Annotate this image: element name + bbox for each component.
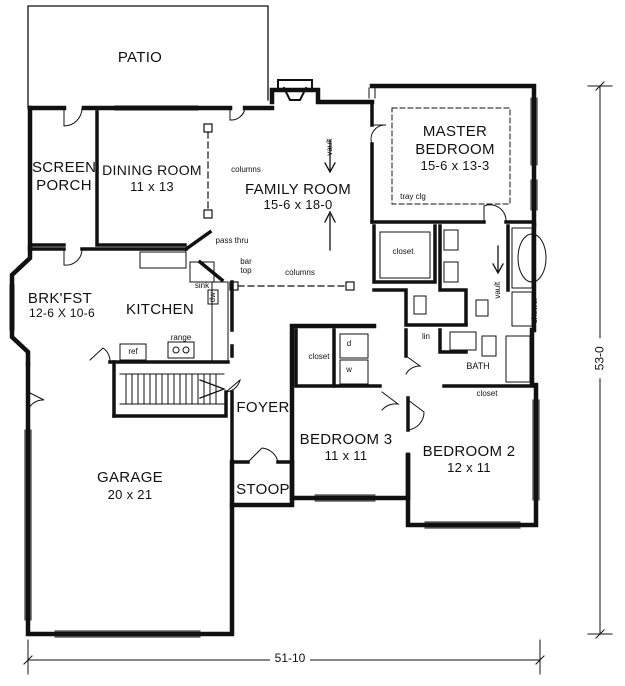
door-bed3: [381, 391, 400, 411]
exterior-wall-master: [369, 83, 537, 228]
dim-tick-1: [23, 655, 545, 665]
wall-bed3-closet: [294, 328, 382, 388]
exterior-wall-stoop: [229, 459, 295, 508]
door-bath: [405, 355, 422, 375]
kitchen-counter-side: [211, 281, 229, 363]
master-sink-2: [443, 261, 459, 283]
width-dim-line: [27, 639, 541, 675]
wall-garage-top: [26, 364, 228, 418]
window-garage-west: [24, 429, 32, 621]
column-4: [345, 281, 355, 291]
door-garage: [27, 391, 45, 411]
door-brkfst: [63, 248, 83, 266]
window-master-east2: [530, 179, 538, 211]
master-closet-rack: [379, 231, 431, 279]
range: [167, 341, 195, 359]
wall-master-closet: [372, 224, 437, 284]
refrigerator: [119, 343, 147, 361]
bath-tub: [505, 335, 531, 383]
window-dining: [114, 105, 199, 111]
toilet-hall: [413, 295, 427, 315]
exterior-wall-north-family: [269, 87, 375, 105]
bath-toilet: [481, 335, 497, 357]
wall-hall-bath: [404, 328, 468, 358]
master-shower: [511, 291, 533, 327]
door-porch: [63, 107, 83, 127]
kitchen-sink: [189, 261, 215, 283]
range-burner-2: [182, 346, 190, 354]
vault-arrow-down: [324, 139, 336, 174]
column-2: [203, 209, 213, 219]
door-master: [370, 124, 387, 145]
depth-dim-line: [587, 85, 613, 635]
tray-ceiling: [391, 107, 511, 205]
bath-sink: [449, 331, 477, 351]
vault-arrow-up: [324, 210, 336, 251]
window-bed2: [424, 521, 521, 529]
door-stoop: [247, 447, 279, 463]
master-tub-basin: [517, 233, 547, 283]
fireplace: [277, 79, 313, 101]
window-bed2-east: [532, 399, 540, 501]
patio-outline: [27, 5, 269, 109]
door-kitchen-fridge: [225, 378, 241, 393]
master-tub: [511, 227, 533, 289]
window-brkfst: [9, 284, 15, 331]
kitchen-counter-top: [139, 251, 187, 269]
dishwasher: [207, 289, 219, 305]
wall-pass-thru: [183, 229, 225, 283]
door-kitchen: [89, 347, 111, 363]
exterior-wall-garage: [25, 361, 235, 637]
vault-arrow-bath: [492, 245, 504, 275]
column-1: [203, 123, 213, 133]
wall-hall-top: [372, 288, 468, 327]
window-master-east: [530, 97, 538, 166]
exterior-wall-east: [405, 222, 539, 528]
toilet-master: [475, 299, 489, 317]
dim-tick-2: [595, 81, 605, 639]
washer: [339, 333, 369, 359]
door-bed2: [407, 399, 425, 431]
door-master-closet: [483, 204, 507, 223]
range-burner: [172, 346, 180, 354]
exterior-wall-brkfst: [9, 245, 33, 367]
door-dining: [229, 107, 246, 121]
window-garage-front: [54, 630, 201, 638]
master-sink-1: [443, 229, 459, 251]
stairs: [119, 373, 226, 405]
dryer: [339, 359, 369, 385]
window-master-west: [368, 87, 376, 99]
window-bed3: [314, 494, 376, 502]
wall-master-bath: [438, 224, 510, 326]
exterior-wall-bed3: [289, 323, 411, 501]
